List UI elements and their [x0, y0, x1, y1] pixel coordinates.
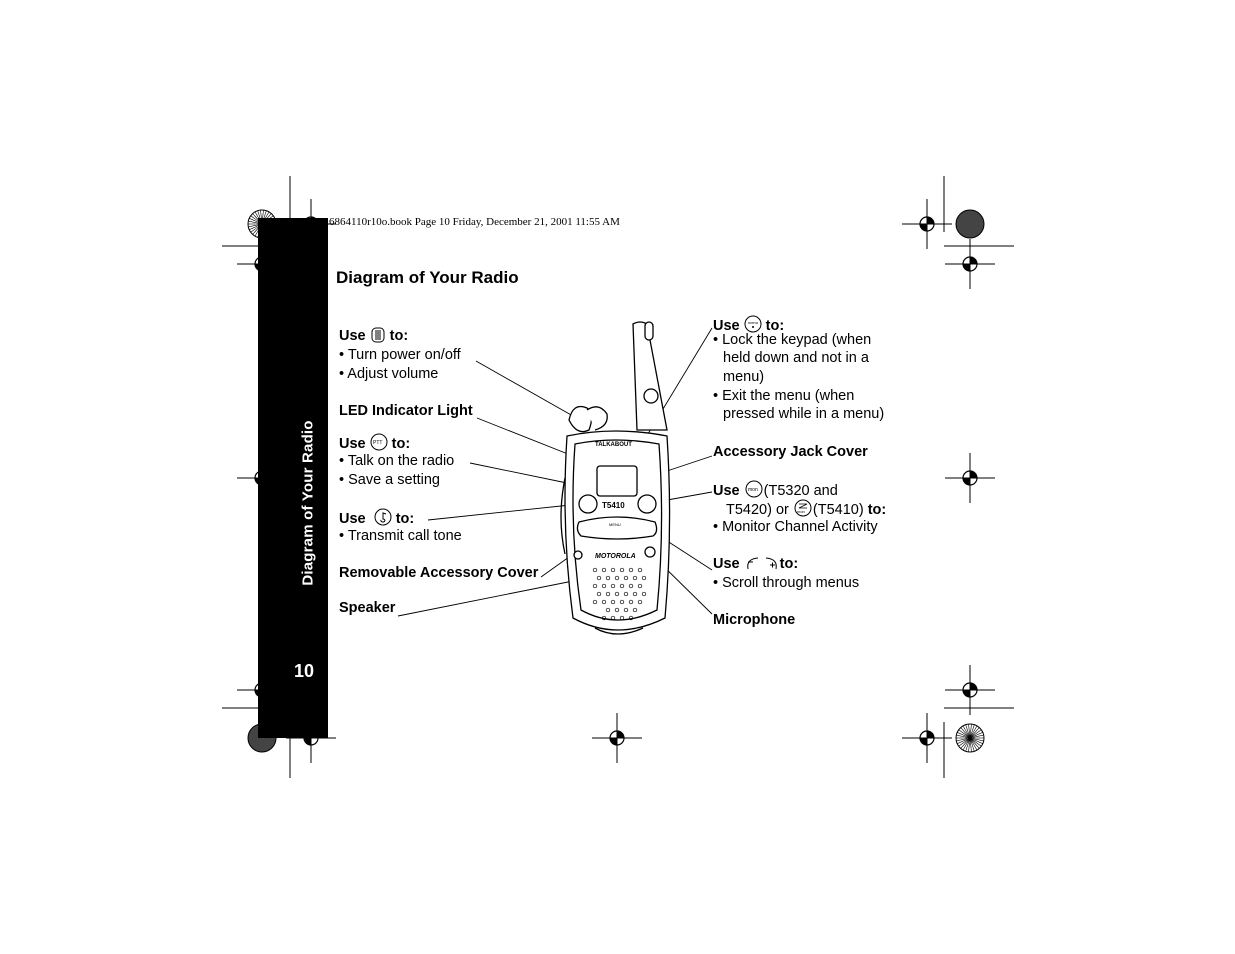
call-tone-icon [374, 508, 392, 532]
speaker-hole [605, 575, 611, 581]
page-title: Diagram of Your Radio [336, 268, 519, 287]
speaker-hole [610, 567, 616, 573]
speaker-hole [623, 591, 629, 597]
speaker-hole [619, 599, 625, 605]
speaker-hole [601, 583, 607, 589]
speaker-hole [632, 607, 638, 613]
scroll-item-1: • Scroll through menus [713, 575, 860, 591]
menu-exit-label: Use menu to: [713, 315, 784, 339]
speaker-hole [619, 615, 625, 621]
svg-text:menu: menu [748, 320, 758, 325]
crosshair-mark [902, 199, 952, 249]
menu-item-2: held down and not in a [723, 350, 869, 366]
call-item-1: • Transmit call tone [339, 528, 462, 544]
monitor-icon: mon [744, 480, 764, 504]
svg-text:PTT: PTT [373, 440, 382, 446]
radio-model: T5410 [602, 501, 625, 510]
speaker-hole [601, 615, 607, 621]
menu-item-5: pressed while in a menu) [723, 406, 885, 422]
speaker-hole [632, 575, 638, 581]
power-item-2: • Adjust volume [339, 366, 439, 382]
crosshair-mark [945, 453, 995, 503]
plus-icon [764, 555, 780, 577]
speaker-hole [641, 575, 647, 581]
power-item-1: • Turn power on/off [339, 347, 461, 363]
speaker-hole [641, 591, 647, 597]
call-tone-label: Use to: [339, 508, 414, 532]
accessory-cover-label: Removable Accessory Cover [339, 565, 539, 581]
monitor-alt-icon: mon [793, 499, 813, 523]
crosshair-mark [945, 239, 995, 289]
radio-menu-label: MENU [609, 522, 621, 527]
crosshair-mark [592, 713, 642, 763]
starburst-mark [955, 723, 985, 753]
menu-item-3: menu) [723, 369, 765, 385]
page-number: 10 [294, 661, 315, 681]
speaker-hole [637, 567, 643, 573]
svg-text:mon: mon [797, 509, 805, 514]
crosshair-mark [902, 713, 952, 763]
svg-text:mon: mon [748, 487, 758, 493]
speaker-hole [628, 615, 634, 621]
power-knob-icon [370, 327, 386, 349]
monitor-line-2: T5420) or mon(T5410) to: [726, 499, 886, 523]
ptt-label: Use PTT to: [339, 433, 410, 457]
menu-item-4: • Exit the menu (when [713, 388, 855, 404]
menu-item-1: • Lock the keypad (when [713, 332, 872, 348]
speaker-hole [632, 591, 638, 597]
speaker-hole [614, 591, 620, 597]
speaker-hole [592, 583, 598, 589]
ptt-item-2: • Save a setting [339, 472, 440, 488]
print-header: 6864110r10o.book Page 10 Friday, Decembe… [329, 216, 620, 228]
speaker-hole [628, 567, 634, 573]
speaker-hole [592, 599, 598, 605]
speaker-hole [605, 591, 611, 597]
radio-series: TALKABOUT [595, 442, 632, 448]
speaker-hole [601, 567, 607, 573]
speaker-hole [592, 567, 598, 573]
speaker-hole [614, 607, 620, 613]
crosshair-mark [945, 665, 995, 715]
speaker-hole [610, 599, 616, 605]
monitor-label: Use mon(T5320 and [713, 480, 838, 504]
accessory-jack-label: Accessory Jack Cover [713, 444, 868, 460]
menu-exit-icon: menu [744, 315, 762, 339]
monitor-item-1: • Monitor Channel Activity [713, 519, 878, 535]
microphone-label: Microphone [713, 612, 796, 628]
speaker-hole [610, 583, 616, 589]
ptt-icon: PTT [370, 433, 388, 457]
speaker-hole [619, 583, 625, 589]
radio-illustration: TALKABOUT T5410 MENU MOTOROLA [560, 321, 671, 635]
speaker-hole [605, 607, 611, 613]
led-label: LED Indicator Light [339, 403, 473, 419]
speaker-hole [637, 599, 643, 605]
starburst-mark [955, 209, 985, 239]
speaker-hole [614, 575, 620, 581]
radio-brand: MOTOROLA [595, 553, 636, 560]
speaker-hole [596, 575, 602, 581]
speaker-hole [623, 575, 629, 581]
speaker-hole [623, 607, 629, 613]
speaker-hole [601, 599, 607, 605]
speaker-hole [610, 615, 616, 621]
speaker-hole [596, 591, 602, 597]
scroll-label: Use to: [713, 555, 798, 577]
speaker-hole [637, 583, 643, 589]
ptt-item-1: • Talk on the radio [339, 453, 455, 469]
speaker-hole [619, 567, 625, 573]
minus-icon [744, 555, 760, 577]
speaker-hole [628, 583, 634, 589]
power-knob-label: Use to: [339, 327, 408, 349]
speaker-hole [628, 599, 634, 605]
speaker-label: Speaker [339, 600, 396, 616]
side-tab [258, 218, 328, 738]
